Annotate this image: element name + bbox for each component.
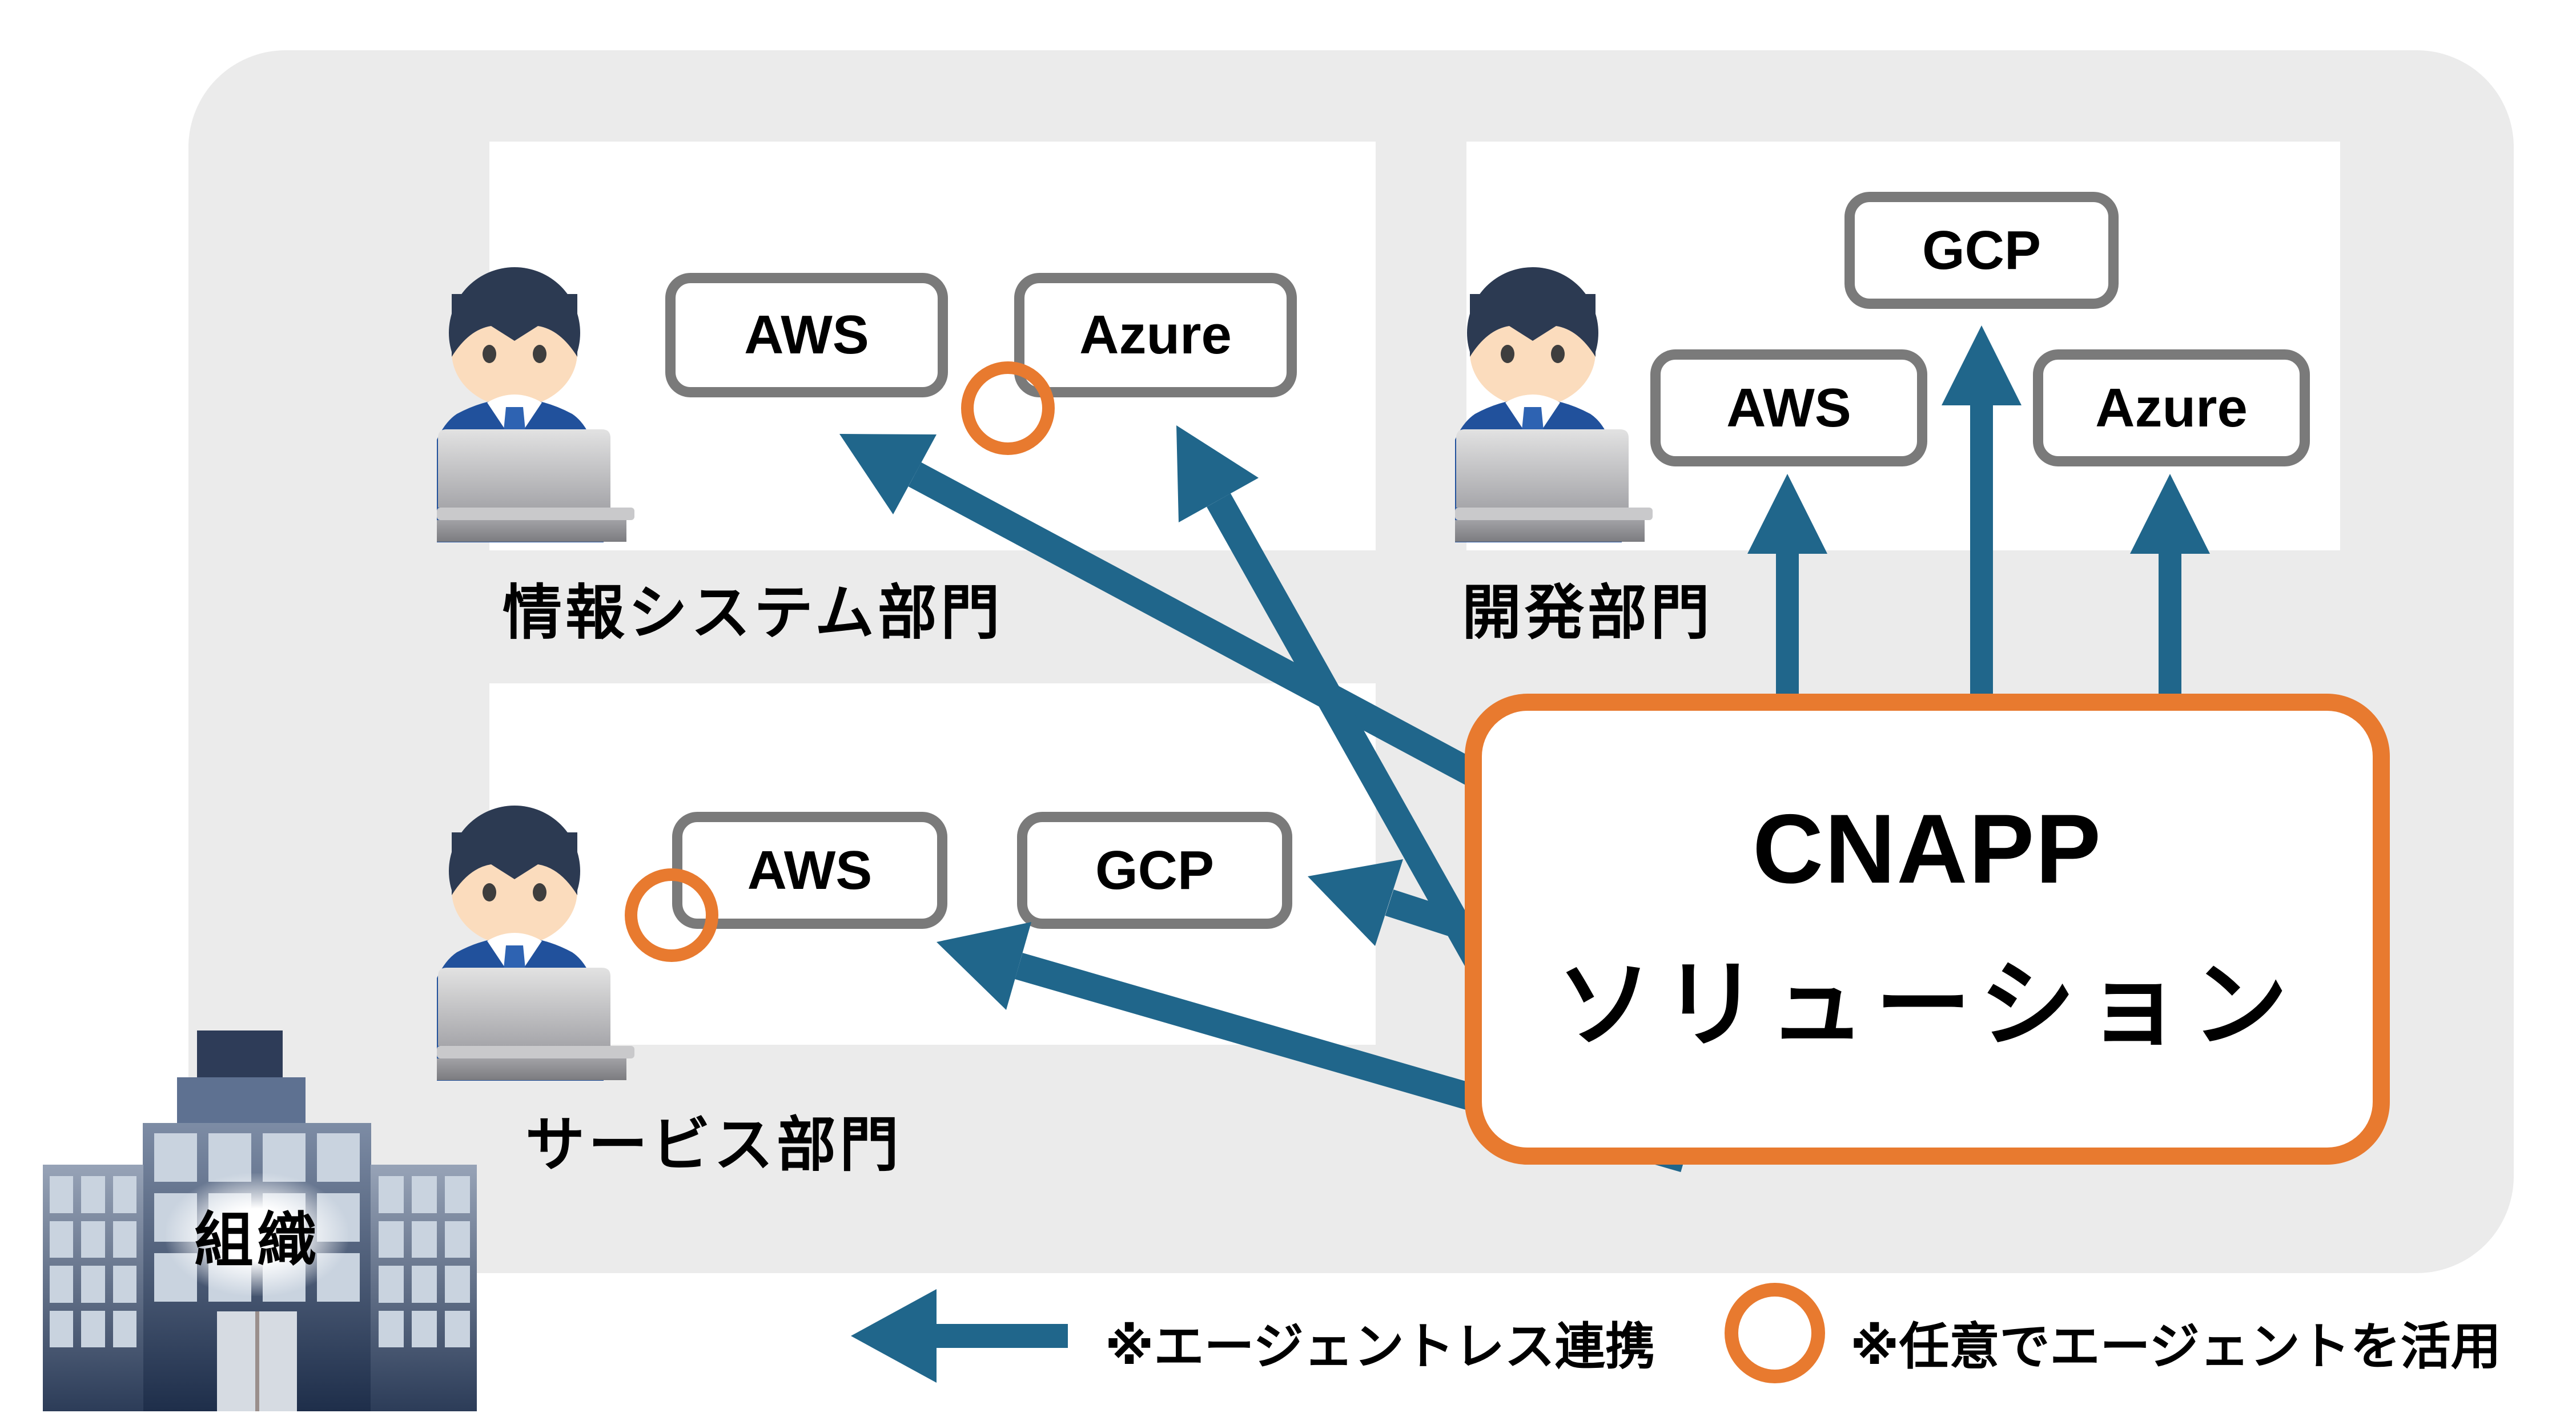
cloud-box-dev-aws: AWS — [1650, 349, 1927, 466]
building-window — [445, 1221, 470, 1258]
dept-label-development: 開発部門 — [1462, 580, 1714, 646]
building-window — [81, 1221, 105, 1258]
building-window — [379, 1266, 404, 1303]
person-icon-info-systems — [437, 267, 634, 542]
building-window — [50, 1221, 74, 1258]
cloud-box-label: GCP — [1095, 839, 1215, 901]
building-window — [50, 1176, 74, 1213]
building-window — [412, 1221, 437, 1258]
agent-marker-ring-info — [961, 361, 1055, 455]
building-door-divider — [255, 1311, 259, 1411]
person-icon-development — [1455, 267, 1653, 542]
cnapp-solution-title: CNAPP — [1752, 794, 2103, 904]
organization-building-icon: 組織 — [43, 1028, 494, 1411]
cloud-box-info-azure: Azure — [1014, 273, 1297, 397]
building-left-wing-windows — [50, 1176, 136, 1347]
building-right-wing-windows — [379, 1176, 470, 1347]
building-window — [445, 1176, 470, 1213]
organization-label: 組織 — [194, 1207, 320, 1274]
building-window — [81, 1176, 105, 1213]
cloud-box-label: AWS — [1726, 377, 1851, 438]
legend-agentless-label: ※エージェントレス連携 — [1105, 1318, 1655, 1375]
cloud-box-service-gcp: GCP — [1017, 812, 1292, 929]
building-window — [112, 1221, 136, 1258]
building-window — [412, 1266, 437, 1303]
cloud-box-dev-gcp: GCP — [1844, 192, 2119, 309]
cnapp-solution-box: CNAPP ソリューション — [1465, 694, 2390, 1165]
building-window — [112, 1176, 136, 1213]
building-window — [50, 1266, 74, 1303]
cloud-box-label: AWS — [747, 839, 873, 901]
cloud-box-dev-azure: Azure — [2033, 349, 2310, 466]
building-roof-block — [197, 1030, 283, 1077]
building-window — [50, 1310, 74, 1347]
dept-label-info-systems: 情報システム部門 — [503, 580, 1003, 646]
legend-agent-ring-icon — [1725, 1283, 1825, 1383]
dept-label-service: サービス部門 — [525, 1112, 903, 1178]
building-window — [81, 1266, 105, 1303]
building-window — [445, 1266, 470, 1303]
building-upper-tier — [177, 1077, 306, 1123]
building-window — [81, 1310, 105, 1347]
cloud-box-info-aws: AWS — [665, 273, 948, 397]
cloud-box-label: Azure — [2095, 377, 2248, 438]
building-window — [379, 1176, 404, 1213]
legend-agent-label: ※任意でエージェントを活用 — [1850, 1318, 2501, 1375]
organization-label-glow: 組織 — [166, 1173, 348, 1296]
cloud-box-label: GCP — [1922, 219, 2041, 281]
cloud-box-label: AWS — [744, 304, 869, 365]
legend-agentless-arrow-icon — [851, 1289, 1068, 1383]
building-window — [379, 1310, 404, 1347]
building-window — [445, 1310, 470, 1347]
building-window — [412, 1176, 437, 1213]
building-door — [217, 1311, 297, 1411]
cloud-box-label: Azure — [1079, 304, 1232, 365]
building-window — [379, 1221, 404, 1258]
cnapp-solution-subtitle: ソリューション — [1556, 951, 2298, 1058]
agent-marker-ring-service — [625, 868, 718, 962]
building-window — [112, 1310, 136, 1347]
building-window — [112, 1266, 136, 1303]
building-window — [412, 1310, 437, 1347]
person-icon-service — [437, 806, 634, 1081]
